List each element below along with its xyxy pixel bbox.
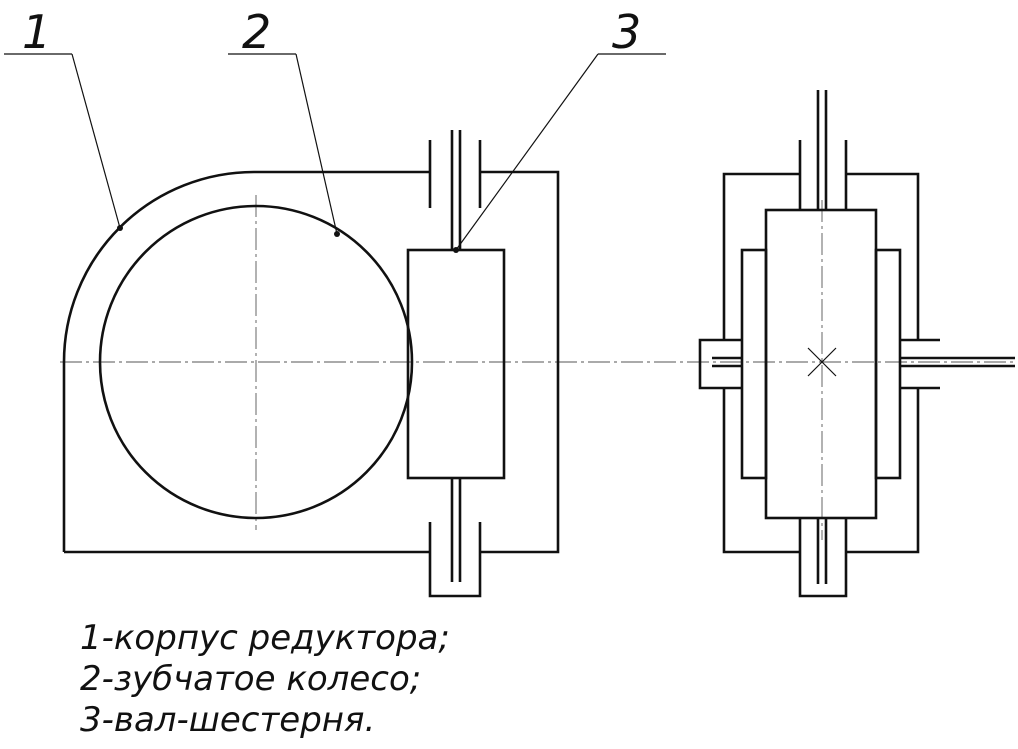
pinion-shaft [406,248,506,480]
callout-number-1: 1 [22,5,51,59]
side-pinion-right [874,248,902,480]
side-left-shaft [712,356,742,368]
legend: 1-корпус редуктора; 2-зубчатое колесо; 3… [80,618,450,741]
callout-number-3: 3 [612,5,641,59]
legend-item-pinion-shaft: 3-вал-шестерня. [80,700,376,740]
front-view [60,130,1015,598]
callout-2: 2 [228,5,340,237]
center-cross-mark [807,347,837,377]
side-housing [722,172,920,554]
side-right-cap [900,338,940,390]
callout-number-2: 2 [242,5,271,59]
gear-wheel [98,204,414,520]
legend-item-gear-wheel: 2-зубчатое колесо; [80,659,422,699]
lower-shaft [450,478,462,582]
side-view [698,90,1015,598]
side-right-shaft [900,356,1015,368]
callout-3: 3 [453,5,666,253]
side-top-shaft [816,90,828,210]
side-left-cap [698,338,742,390]
legend-item-housing: 1-корпус редуктора; [80,618,450,658]
upper-shaft [450,130,462,250]
lower-bearing-cap [428,522,482,598]
upper-bearing-cap [428,140,482,208]
side-bottom-shaft [816,518,828,584]
callout-1: 1 [4,5,123,231]
side-pinion-left [740,248,768,480]
side-bottom-cap [798,518,848,598]
side-gear-body [764,208,878,520]
side-top-cap [798,140,848,210]
